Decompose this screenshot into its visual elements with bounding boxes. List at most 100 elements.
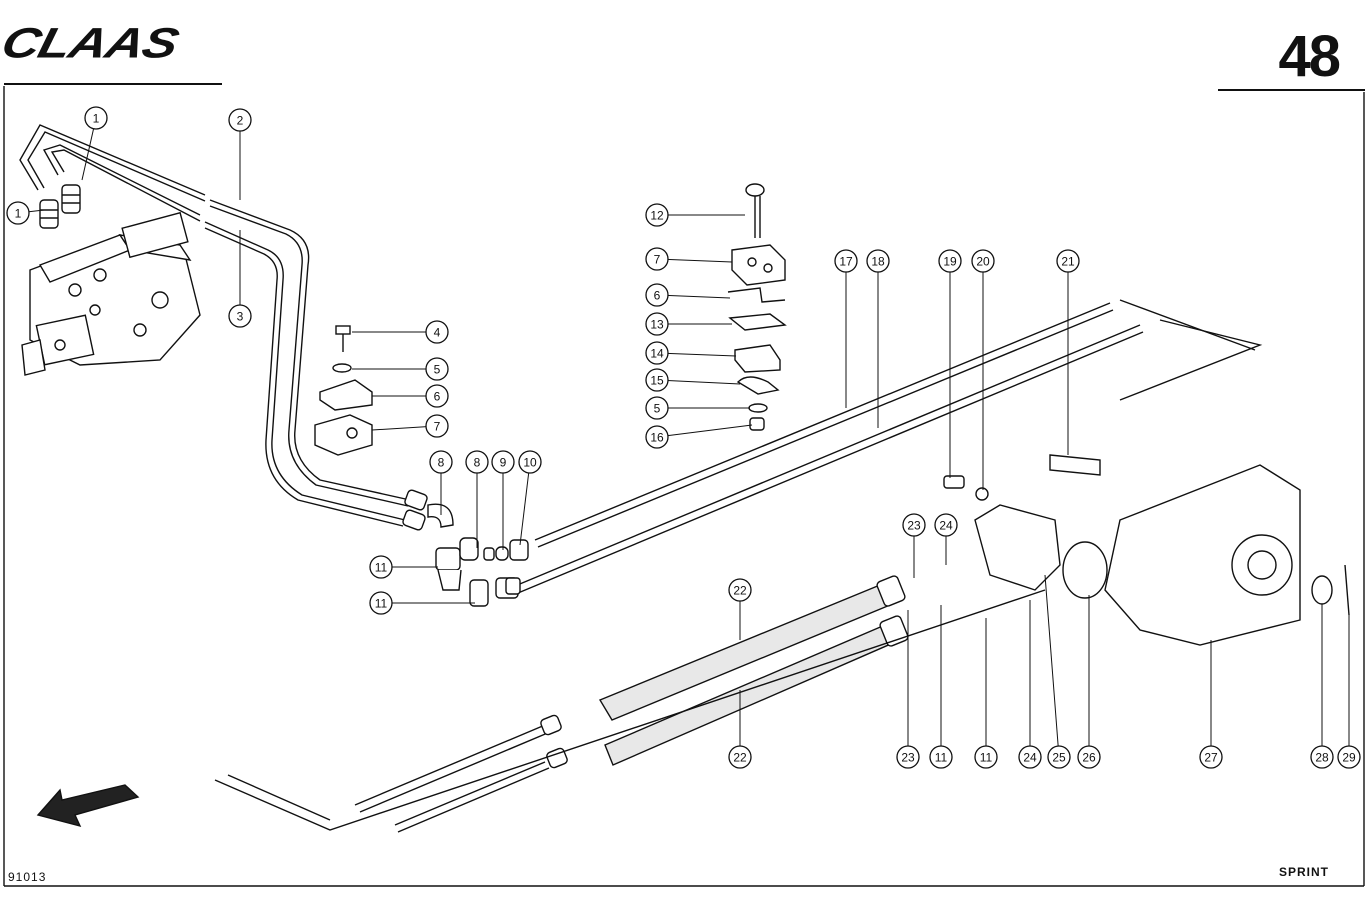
callout-label: 17 xyxy=(839,255,853,269)
clamp-group-left xyxy=(314,325,373,456)
leader-line xyxy=(519,461,531,546)
callout-11: 11 xyxy=(974,745,998,769)
callout-label: 11 xyxy=(980,751,993,765)
elbow-fittings xyxy=(402,489,529,607)
callout-17: 17 xyxy=(834,249,858,273)
leader-line xyxy=(656,294,731,299)
callout-circle xyxy=(369,555,393,579)
callout-14: 14 xyxy=(645,341,669,365)
callout-circle xyxy=(425,357,449,381)
callout-29: 29 xyxy=(1337,745,1361,769)
callout-circle xyxy=(1199,745,1223,769)
callout-label: 27 xyxy=(1204,751,1218,765)
callout-circle xyxy=(1047,745,1071,769)
callout-circle xyxy=(1056,249,1080,273)
callout-circle xyxy=(369,591,393,615)
callout-21: 21 xyxy=(1056,249,1080,273)
callout-24: 24 xyxy=(934,513,958,537)
callout-28: 28 xyxy=(1310,745,1334,769)
callout-label: 10 xyxy=(523,456,537,470)
callout-label: 1 xyxy=(93,112,100,126)
leader-line xyxy=(656,379,741,385)
callout-label: 8 xyxy=(474,456,481,470)
callout-circle xyxy=(1018,745,1042,769)
callout-23: 23 xyxy=(896,745,920,769)
callout-25: 25 xyxy=(1047,745,1071,769)
leader-line xyxy=(656,258,733,263)
callout-circle xyxy=(934,513,958,537)
callout-label: 13 xyxy=(650,318,664,332)
callout-label: 25 xyxy=(1052,751,1066,765)
callout-circle xyxy=(645,396,669,420)
callout-9: 9 xyxy=(491,450,515,474)
callout-label: 5 xyxy=(654,402,661,416)
callout-13: 13 xyxy=(645,312,669,336)
callout-1: 1 xyxy=(84,106,108,130)
callout-circle xyxy=(1337,745,1361,769)
callout-circle xyxy=(834,249,858,273)
callout-circle xyxy=(491,450,515,474)
steel-lines-17-18 xyxy=(505,302,1144,595)
callout-19: 19 xyxy=(938,249,962,273)
callout-circle xyxy=(728,745,752,769)
callout-10: 10 xyxy=(518,450,542,474)
callout-label: 3 xyxy=(237,310,244,324)
callout-circle xyxy=(645,368,669,392)
callout-circle xyxy=(1077,745,1101,769)
callout-label: 7 xyxy=(654,253,661,267)
callout-label: 22 xyxy=(733,584,747,598)
callout-label: 11 xyxy=(375,597,388,611)
direction-arrow-icon xyxy=(36,784,140,828)
page-frame xyxy=(3,83,1365,887)
callout-12: 12 xyxy=(645,203,669,227)
callout-11: 11 xyxy=(929,745,953,769)
callout-label: 24 xyxy=(939,519,953,533)
callout-1: 1 xyxy=(6,201,30,225)
callout-circle xyxy=(938,249,962,273)
callout-label: 11 xyxy=(375,561,388,575)
callout-16: 16 xyxy=(645,425,669,449)
callout-3: 3 xyxy=(228,304,252,328)
leader-line xyxy=(1044,574,1060,758)
callout-label: 16 xyxy=(650,431,664,445)
callout-15: 15 xyxy=(645,368,669,392)
callout-label: 18 xyxy=(871,255,885,269)
callout-label: 7 xyxy=(434,420,441,434)
callout-label: 5 xyxy=(434,363,441,377)
callout-circle xyxy=(518,450,542,474)
callout-6: 6 xyxy=(425,384,449,408)
mounting-frame-outline xyxy=(214,299,1263,831)
callout-22: 22 xyxy=(728,745,752,769)
callout-5: 5 xyxy=(645,396,669,420)
callout-23: 23 xyxy=(902,513,926,537)
callout-label: 21 xyxy=(1061,255,1075,269)
callout-label: 26 xyxy=(1082,751,1096,765)
hose-lines-22 xyxy=(354,575,909,833)
callout-27: 27 xyxy=(1199,745,1223,769)
callout-label: 11 xyxy=(935,751,948,765)
callout-circle xyxy=(465,450,489,474)
callout-circle xyxy=(228,304,252,328)
page-number: 48 xyxy=(1278,24,1340,89)
document-number: 91013 xyxy=(8,870,47,884)
callout-label: 8 xyxy=(438,456,445,470)
callout-circle xyxy=(425,384,449,408)
callout-label: 19 xyxy=(943,255,957,269)
callout-label: 9 xyxy=(500,456,507,470)
callout-8: 8 xyxy=(429,450,453,474)
callout-circle xyxy=(425,320,449,344)
callout-2: 2 xyxy=(228,108,252,132)
callout-20: 20 xyxy=(971,249,995,273)
callout-24: 24 xyxy=(1018,745,1042,769)
callout-label: 6 xyxy=(434,390,441,404)
callout-11: 11 xyxy=(369,591,393,615)
callout-circle xyxy=(645,203,669,227)
callout-label: 14 xyxy=(650,347,664,361)
callout-22: 22 xyxy=(728,578,752,602)
callout-circle xyxy=(929,745,953,769)
callout-circle xyxy=(902,513,926,537)
callout-circle xyxy=(645,247,669,271)
